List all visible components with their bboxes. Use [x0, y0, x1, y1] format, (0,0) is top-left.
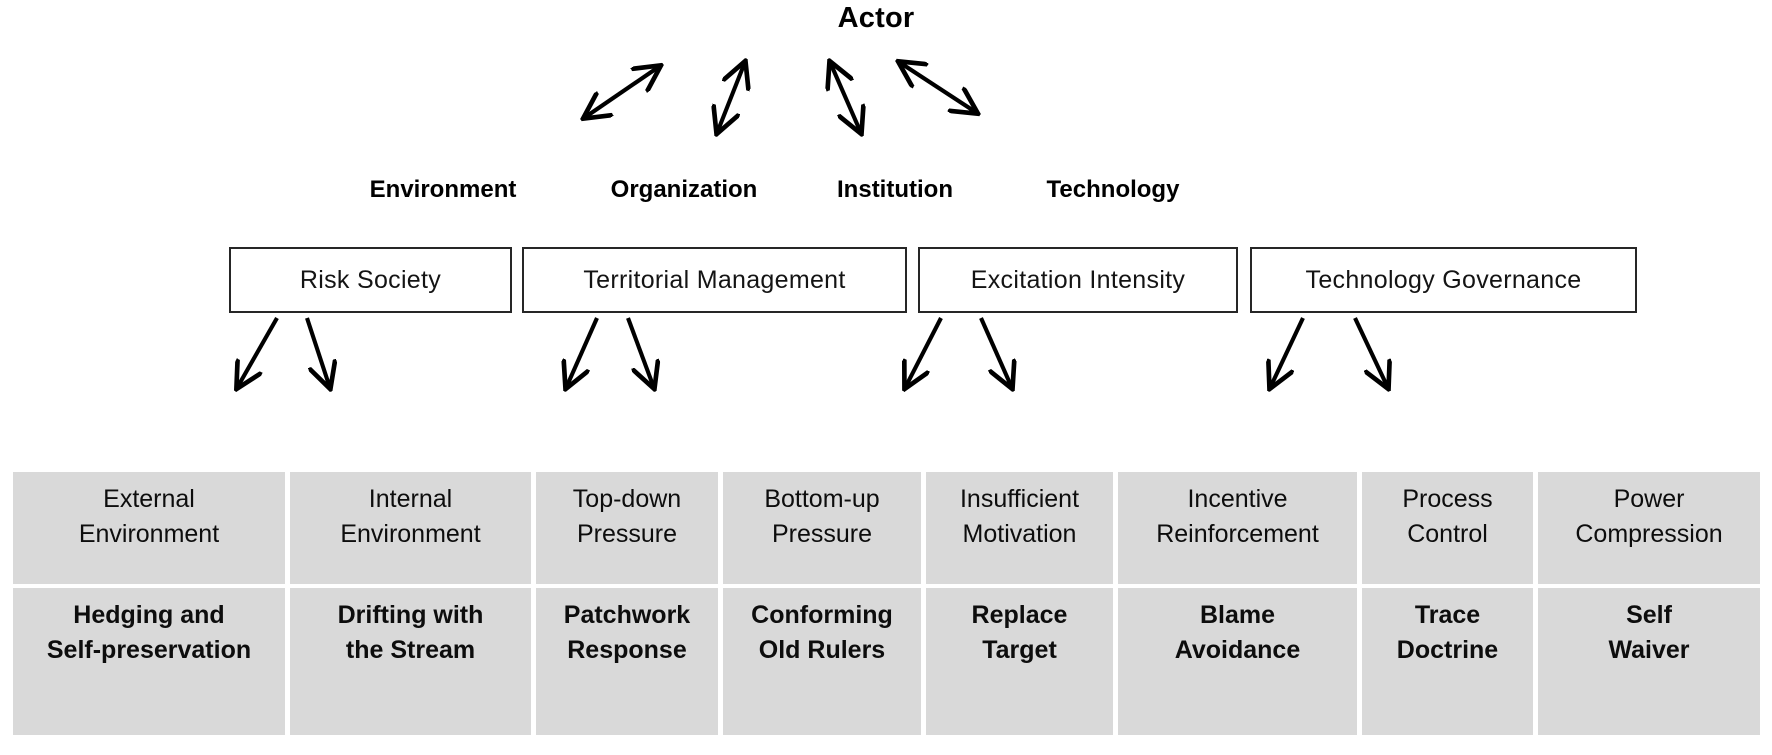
strategy-line: Waiver — [1608, 635, 1690, 664]
arrow-actor-environment — [584, 66, 660, 118]
strategy-line: Self — [1626, 601, 1672, 629]
arrow-risk-society-to-external-environment — [237, 316, 279, 388]
driver-line: Top-down — [572, 485, 682, 513]
strategy-line: Drifting with — [337, 601, 484, 629]
strategy-line: Doctrine — [1396, 635, 1499, 664]
strategy-line: Target — [982, 635, 1057, 664]
dimension-label-environment: Environment — [369, 176, 517, 203]
driver-line: Process — [1402, 485, 1493, 513]
driver-line: Power — [1613, 485, 1685, 513]
driver-cell-insufficient-motivation[interactable]: Insufficient Motivation — [926, 472, 1113, 584]
strategy-line: the Stream — [345, 635, 476, 664]
arrow-actor-organization — [717, 62, 745, 133]
strategy-line: Hedging and — [73, 601, 225, 629]
strategy-line: Patchwork — [563, 601, 691, 629]
driver-line: Control — [1407, 519, 1488, 548]
strategy-line: Blame — [1199, 601, 1276, 629]
strategy-cell-replace-target[interactable]: Replace Target — [926, 588, 1113, 735]
strategy-line: Trace — [1414, 601, 1481, 629]
strategy-line: Old Rulers — [758, 635, 886, 664]
driver-line: External — [103, 485, 195, 513]
page-title: Actor — [0, 2, 1772, 35]
arrow-excitation-intensity-to-insufficient-motivation — [905, 317, 943, 388]
driver-line: Compression — [1575, 519, 1723, 548]
concept-box-excitation-intensity[interactable]: Excitation Intensity — [918, 247, 1238, 313]
driver-line: Bottom-up — [764, 485, 880, 513]
box-to-cell-arrows — [237, 316, 1388, 388]
driver-line: Insufficient — [959, 485, 1080, 513]
strategy-line: Replace — [971, 601, 1068, 629]
driver-line: Internal — [368, 485, 453, 513]
driver-line: Pressure — [576, 519, 678, 548]
strategy-line: Avoidance — [1174, 635, 1301, 664]
strategy-line: Response — [567, 635, 687, 664]
driver-line: Environment — [340, 519, 481, 548]
strategy-cell-trace-doctrine[interactable]: Trace Doctrine — [1362, 588, 1533, 735]
dimension-label-institution: Institution — [837, 176, 953, 203]
arrow-territorial-management-to-top-down-pressure — [566, 317, 599, 388]
arrow-excitation-intensity-to-incentive-reinforcement — [979, 317, 1012, 388]
driver-line: Incentive — [1187, 485, 1288, 513]
strategy-cell-self-waiver[interactable]: Self Waiver — [1538, 588, 1760, 735]
driver-cell-power-compression[interactable]: Power Compression — [1538, 472, 1760, 584]
arrow-actor-institution — [830, 62, 861, 133]
concept-box-risk-society[interactable]: Risk Society — [229, 247, 512, 313]
driver-cell-internal-environment[interactable]: Internal Environment — [290, 472, 531, 584]
arrow-actor-technology — [899, 62, 977, 113]
concept-box-territorial-management[interactable]: Territorial Management — [522, 247, 907, 313]
strategy-cell-conforming-old-rulers[interactable]: Conforming Old Rulers — [723, 588, 921, 735]
driver-line: Reinforcement — [1156, 519, 1319, 548]
strategy-cell-patchwork-response[interactable]: Patchwork Response — [536, 588, 718, 735]
strategy-line: Conforming — [751, 601, 893, 629]
driver-cell-bottom-up-pressure[interactable]: Bottom-up Pressure — [723, 472, 921, 584]
strategy-cell-hedging-and-self-preservation[interactable]: Hedging and Self-preservation — [13, 588, 285, 735]
actor-bidirectional-arrows — [584, 62, 977, 133]
arrow-territorial-management-to-bottom-up-pressure — [626, 317, 654, 388]
driver-cell-external-environment[interactable]: External Environment — [13, 472, 285, 584]
driver-line: Pressure — [771, 519, 873, 548]
driver-cell-process-control[interactable]: Process Control — [1362, 472, 1533, 584]
actor-title-text: Actor — [837, 2, 915, 34]
arrow-technology-governance-to-power-compression — [1353, 317, 1388, 388]
driver-cell-incentive-reinforcement[interactable]: Incentive Reinforcement — [1118, 472, 1357, 584]
driver-cell-top-down-pressure[interactable]: Top-down Pressure — [536, 472, 718, 584]
dimension-label-technology: Technology — [1046, 176, 1180, 203]
dimension-label-organization: Organization — [610, 176, 758, 203]
driver-line: Environment — [78, 519, 220, 548]
arrow-risk-society-to-internal-environment — [305, 317, 330, 388]
strategy-cell-blame-avoidance[interactable]: Blame Avoidance — [1118, 588, 1357, 735]
strategy-line: Self-preservation — [46, 635, 252, 664]
strategy-cell-drifting-with-the-stream[interactable]: Drifting with the Stream — [290, 588, 531, 735]
concept-box-technology-governance[interactable]: Technology Governance — [1250, 247, 1637, 313]
arrow-technology-governance-to-process-control — [1270, 317, 1305, 388]
driver-line: Motivation — [962, 519, 1077, 548]
